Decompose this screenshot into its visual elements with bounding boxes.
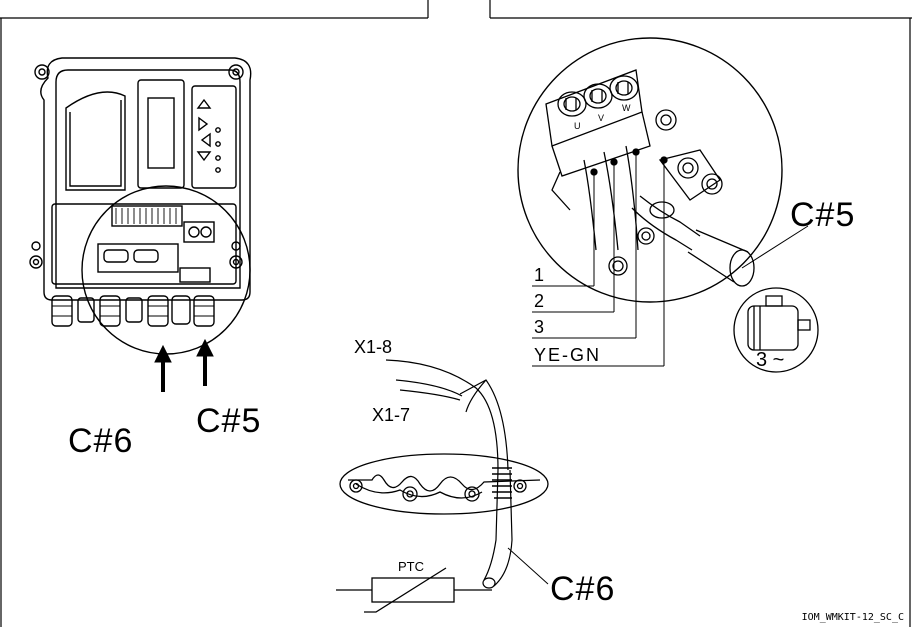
leader-lines	[532, 152, 809, 367]
cable-clamp-plate	[339, 453, 549, 515]
label-c6-bottom: C#6	[550, 570, 616, 608]
arrow-c5	[196, 338, 214, 386]
ptc-cable	[385, 359, 513, 589]
label-c5-left: C#5	[196, 402, 262, 440]
arrow-c6	[154, 344, 172, 392]
label-terminal-w: W	[622, 103, 631, 113]
terminal-block	[545, 69, 755, 287]
label-terminal-v: V	[598, 113, 605, 123]
label-x1-8: X1-8	[354, 337, 393, 357]
zoom-circle-housing	[81, 185, 251, 355]
label-c6-left: C#6	[68, 422, 134, 460]
c6-leader	[507, 547, 549, 585]
label-ptc: PTC	[398, 559, 424, 574]
label-terminal-u: U	[574, 121, 581, 131]
label-c5-right: C#5	[790, 196, 856, 234]
label-lead-yegn: YE-GN	[534, 345, 602, 365]
label-x1-7: X1-7	[372, 405, 411, 425]
figure-code: IOM_WMKIT-12_SC_C	[801, 612, 904, 623]
label-lead-1: 1	[534, 265, 545, 285]
drive-housing	[29, 57, 252, 327]
label-lead-2: 2	[534, 291, 545, 311]
label-lead-3: 3	[534, 317, 545, 337]
ptc-symbol	[336, 567, 492, 613]
label-motor-phase: 3 ~	[756, 349, 785, 371]
motor-symbol	[733, 287, 819, 373]
zoom-circle-terminal	[517, 37, 783, 303]
